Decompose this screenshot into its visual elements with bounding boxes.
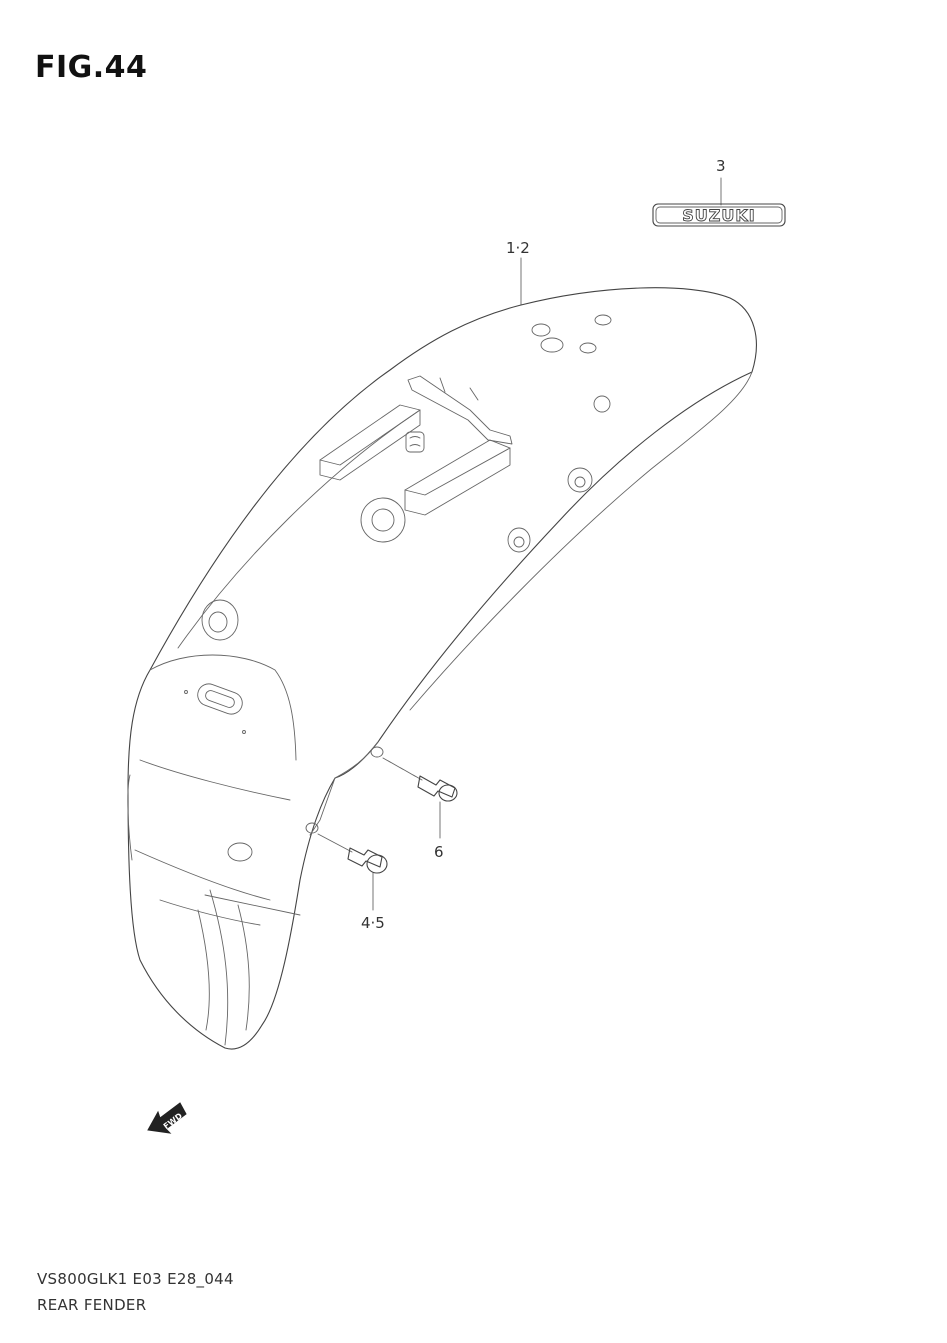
model-code: VS800GLK1 E03 E28_044 xyxy=(37,1270,234,1288)
rear-fender xyxy=(127,287,757,1050)
callout-bolt-upper: 6 xyxy=(434,843,444,861)
callout-bolt-lower: 4·5 xyxy=(361,914,385,932)
emblem-lettering: SUZUKI xyxy=(682,206,755,225)
callout-fender: 1·2 xyxy=(506,239,530,257)
bolt-4-5 xyxy=(317,833,388,911)
suzuki-emblem: SUZUKI xyxy=(652,177,786,227)
section-name: REAR FENDER xyxy=(37,1296,147,1314)
bolt-6 xyxy=(382,757,458,839)
callout-emblem: 3 xyxy=(716,157,726,175)
fwd-arrow-icon: FWD xyxy=(147,1102,187,1134)
figure-title: FIG.44 xyxy=(35,50,148,85)
